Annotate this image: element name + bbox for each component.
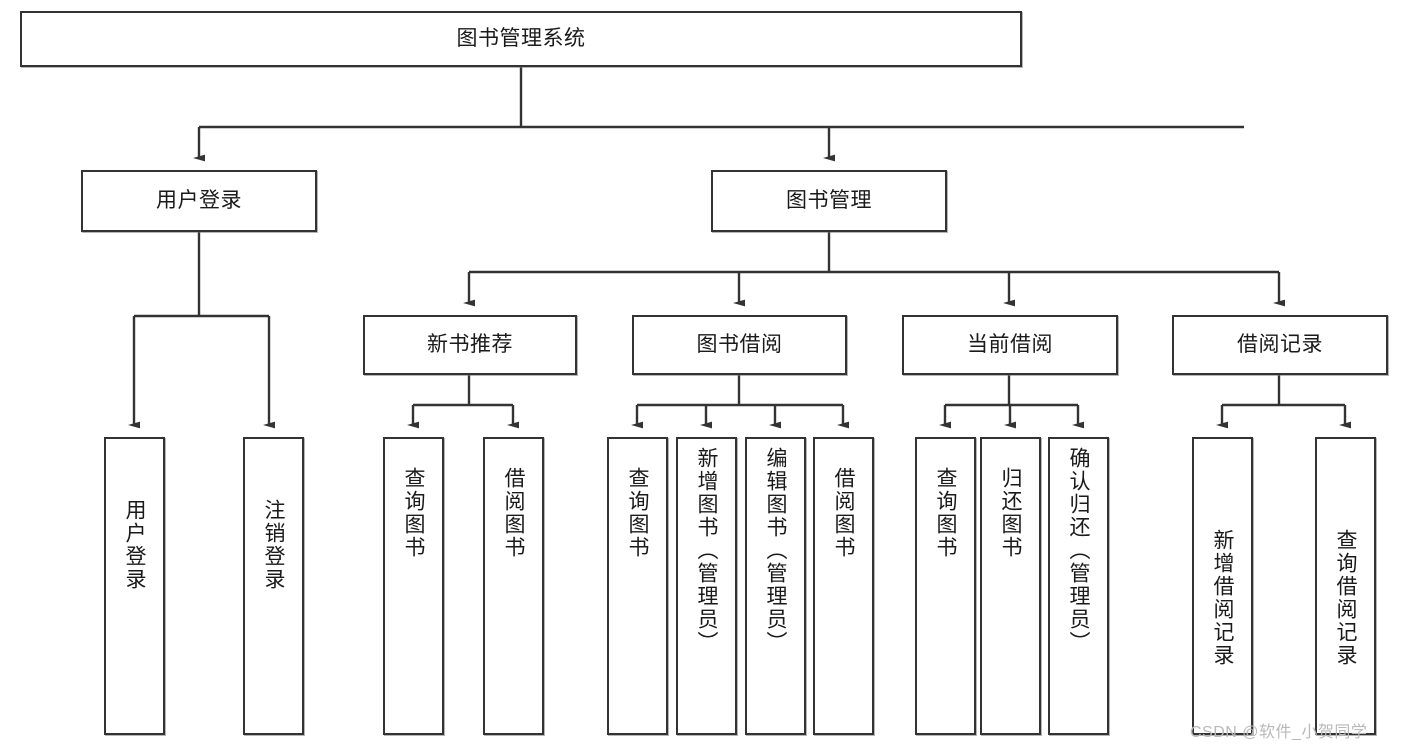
leaf-add-record-label: 新增借阅记录 xyxy=(1211,529,1234,667)
leaf-query-record[interactable]: 查询借阅记录 xyxy=(1315,437,1376,735)
leaf-query-book-2-label: 查询图书 xyxy=(626,467,649,559)
leaf-borrow-book-1[interactable]: 借阅图书 xyxy=(483,437,544,735)
leaf-query-book-2[interactable]: 查询图书 xyxy=(607,437,668,735)
leaf-query-record-label: 查询借阅记录 xyxy=(1334,529,1357,667)
leaf-query-book-1[interactable]: 查询图书 xyxy=(383,437,444,735)
node-root[interactable]: 图书管理系统 xyxy=(20,11,1022,67)
node-user-login[interactable]: 用户登录 xyxy=(81,170,317,232)
node-root-label: 图书管理系统 xyxy=(456,26,586,50)
leaf-add-book-label: 新增图书（管理员） xyxy=(695,447,718,654)
node-new-book-recommend-label: 新书推荐 xyxy=(427,332,513,356)
node-book-borrow[interactable]: 图书借阅 xyxy=(632,315,847,375)
node-book-borrow-label: 图书借阅 xyxy=(696,332,783,356)
leaf-user-login-label: 用户登录 xyxy=(123,499,146,591)
node-current-borrow-label: 当前借阅 xyxy=(967,332,1053,356)
node-borrow-record-label: 借阅记录 xyxy=(1237,332,1323,356)
leaf-confirm-return[interactable]: 确认归还（管理员） xyxy=(1048,437,1109,735)
leaf-edit-book[interactable]: 编辑图书（管理员） xyxy=(745,437,806,735)
leaf-query-book-1-label: 查询图书 xyxy=(402,467,425,559)
leaf-borrow-book-2[interactable]: 借阅图书 xyxy=(813,437,874,735)
leaf-borrow-book-2-label: 借阅图书 xyxy=(832,467,855,559)
leaf-confirm-return-label: 确认归还（管理员） xyxy=(1067,447,1090,654)
node-current-borrow[interactable]: 当前借阅 xyxy=(902,315,1118,375)
leaf-user-login[interactable]: 用户登录 xyxy=(104,437,165,735)
leaf-edit-book-label: 编辑图书（管理员） xyxy=(764,447,787,654)
node-user-login-label: 用户登录 xyxy=(156,188,242,212)
leaf-query-book-3-label: 查询图书 xyxy=(934,467,957,559)
node-borrow-record[interactable]: 借阅记录 xyxy=(1172,315,1388,375)
node-book-management[interactable]: 图书管理 xyxy=(711,170,947,232)
leaf-user-logout[interactable]: 注销登录 xyxy=(243,437,304,735)
leaf-return-book[interactable]: 归还图书 xyxy=(980,437,1041,735)
leaf-add-book[interactable]: 新增图书（管理员） xyxy=(676,437,737,735)
node-book-management-label: 图书管理 xyxy=(786,188,872,212)
leaf-borrow-book-1-label: 借阅图书 xyxy=(502,467,525,559)
leaf-query-book-3[interactable]: 查询图书 xyxy=(915,437,976,735)
leaf-user-logout-label: 注销登录 xyxy=(262,499,285,591)
node-new-book-recommend[interactable]: 新书推荐 xyxy=(363,315,577,375)
csdn-watermark: CSDN @软件_小贺同学 xyxy=(1190,724,1368,741)
leaf-add-record[interactable]: 新增借阅记录 xyxy=(1192,437,1253,735)
leaf-return-book-label: 归还图书 xyxy=(999,467,1022,559)
